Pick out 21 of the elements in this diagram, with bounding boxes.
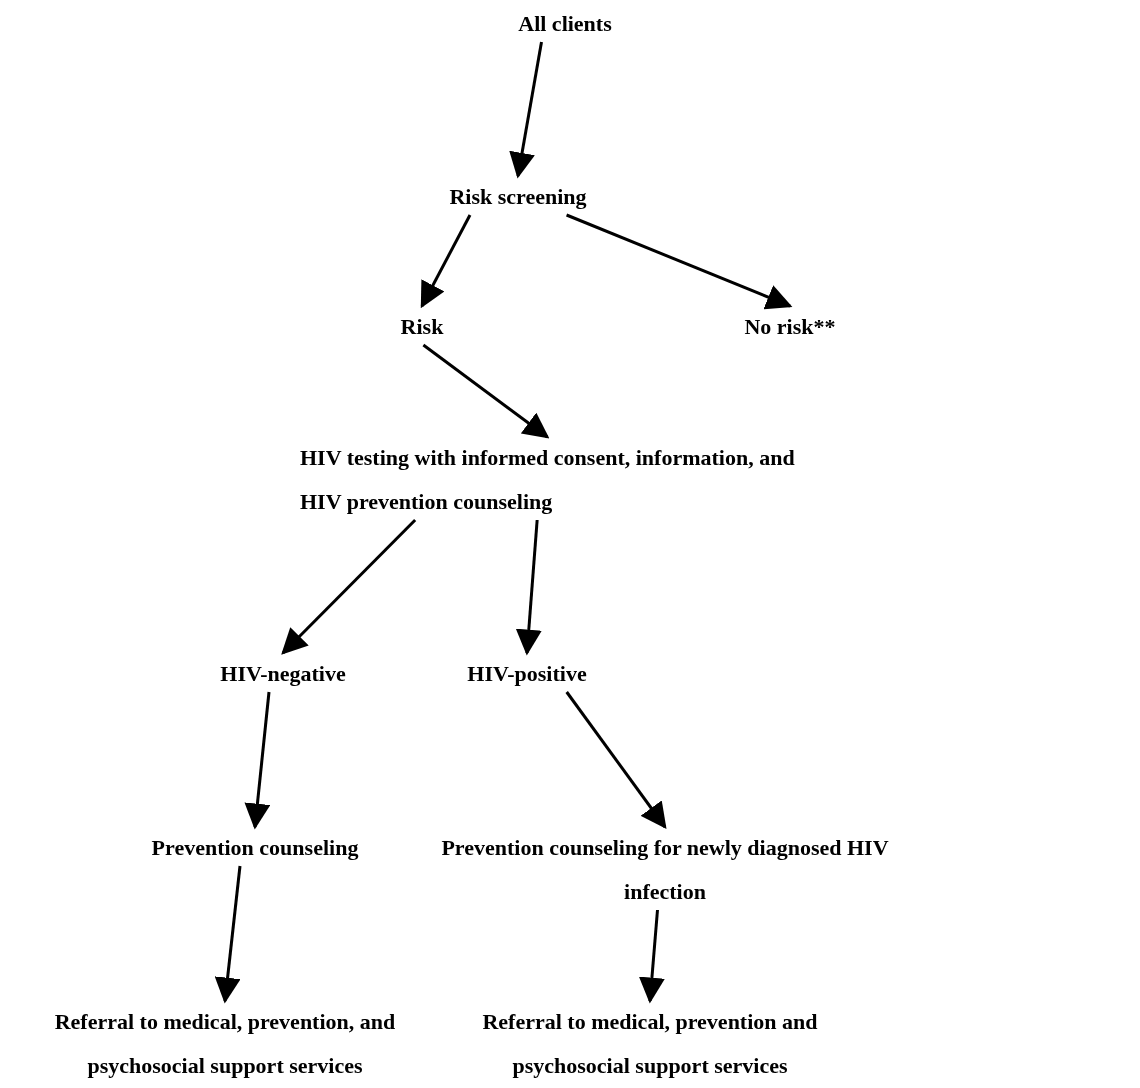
node-label: HIV testing with informed consent, information, and HIV prevention counseling — [300, 444, 796, 516]
arrow — [420, 214, 472, 309]
node-label: HIV-negative — [219, 660, 347, 688]
node-label: No risk** — [743, 313, 837, 341]
arrow — [422, 343, 550, 439]
arrow — [638, 909, 665, 1004]
node-label: Prevention counseling — [150, 834, 360, 862]
arrow — [509, 41, 543, 179]
node-label: Risk screening — [448, 183, 588, 211]
node-label: Referral to medical, prevention, and psychosocial support services — [53, 1008, 397, 1080]
arrow — [281, 518, 417, 655]
arrow — [565, 691, 667, 830]
node-label: Prevention counseling for newly diagnosed HIV infection — [440, 834, 890, 906]
node-label: All clients — [517, 10, 613, 38]
node-label: HIV-positive — [466, 660, 588, 688]
node-label: Risk — [399, 313, 445, 341]
arrow — [244, 691, 271, 830]
arrow — [214, 865, 242, 1004]
arrow — [515, 519, 542, 656]
arrow — [566, 213, 793, 310]
node-label: Referral to medical, prevention and psychosocial support services — [481, 1008, 819, 1080]
